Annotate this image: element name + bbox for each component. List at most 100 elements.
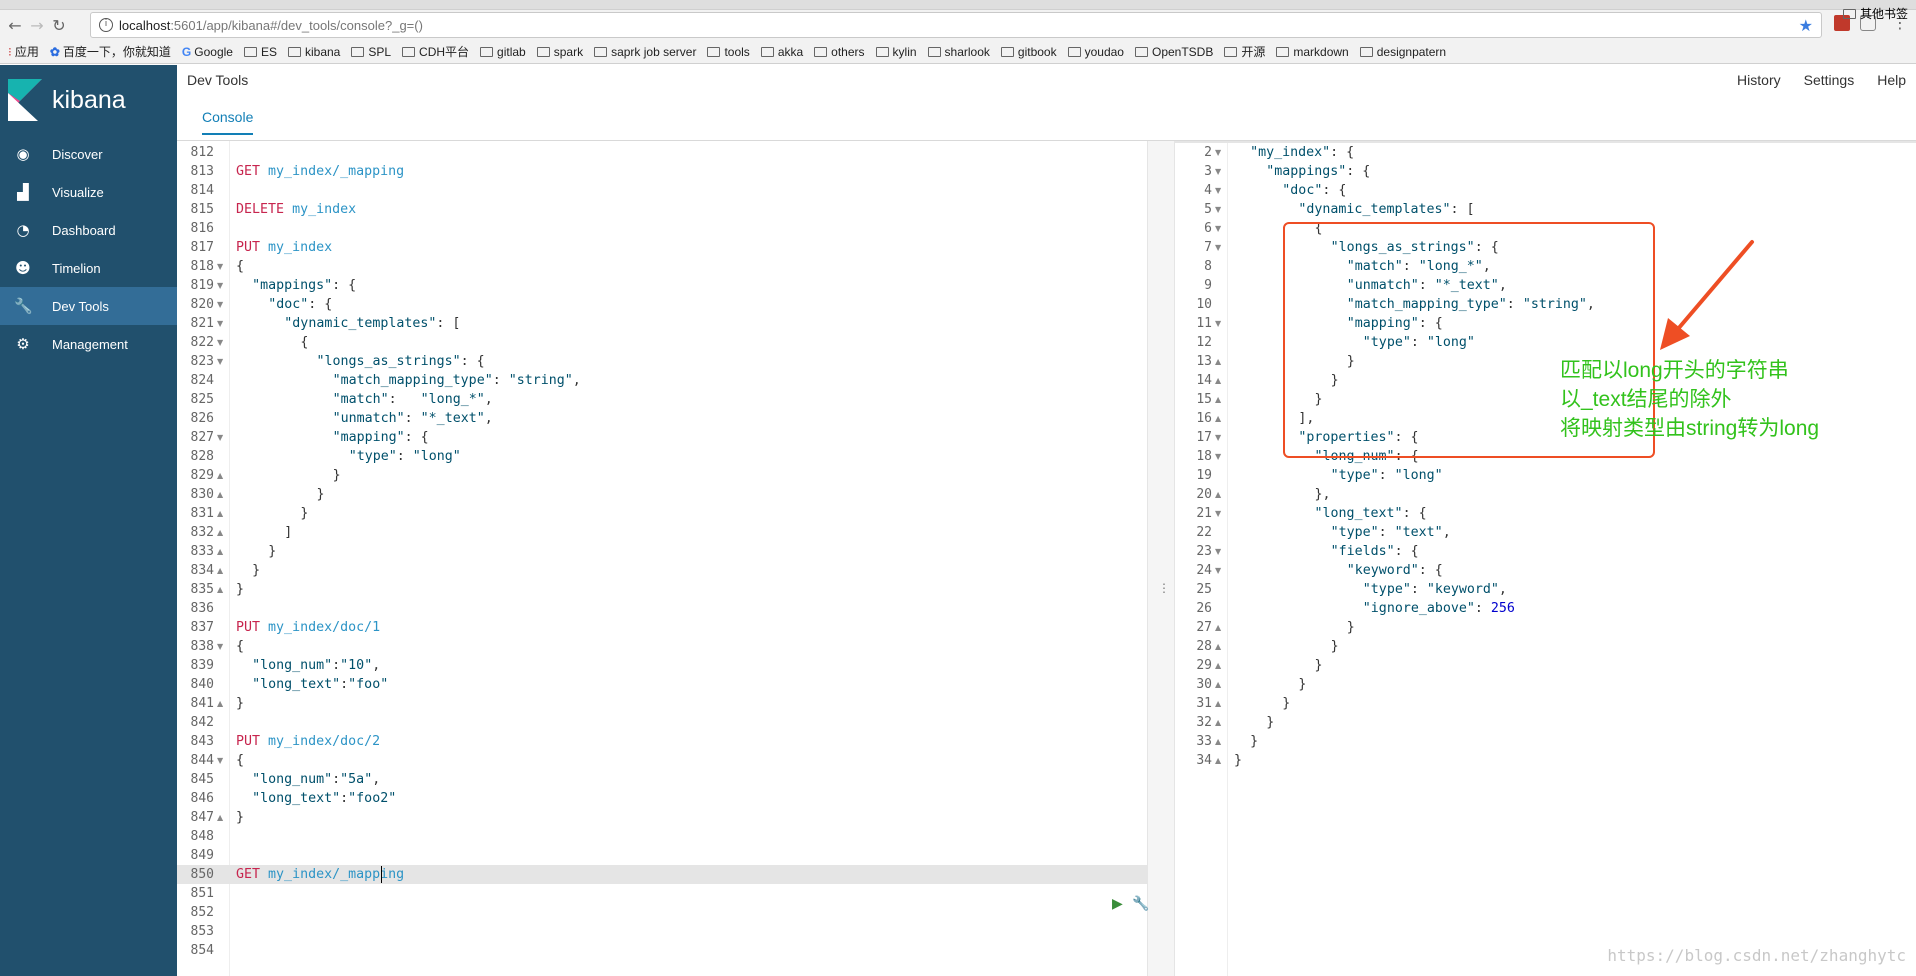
fold-toggle-icon[interactable]: ▼	[1215, 433, 1222, 442]
sidebar-item-timelion[interactable]: ☻Timelion	[0, 249, 177, 287]
bookmark-item[interactable]: kibana	[287, 45, 340, 59]
unfold-marker-icon[interactable]: ▲	[1215, 756, 1222, 765]
bookmark-item[interactable]: gitbook	[1000, 45, 1057, 59]
bookmark-item[interactable]: SPL	[351, 45, 391, 59]
extension-icon[interactable]	[1834, 15, 1850, 31]
header-link-settings[interactable]: Settings	[1803, 72, 1855, 88]
unfold-marker-icon[interactable]: ▲	[217, 490, 224, 499]
bookmark-item[interactable]: gitlab	[480, 45, 526, 59]
fold-toggle-icon[interactable]: ▼	[1215, 186, 1222, 195]
unfold-marker-icon[interactable]: ▲	[217, 566, 224, 575]
code-line: 841▲}	[177, 694, 1147, 713]
kibana-logo[interactable]: kibana	[0, 65, 177, 135]
unfold-marker-icon[interactable]: ▲	[217, 699, 224, 708]
bookmark-item[interactable]: 开源	[1224, 43, 1265, 60]
unfold-marker-icon[interactable]: ▲	[1215, 661, 1222, 670]
unfold-marker-icon[interactable]: ▲	[217, 585, 224, 594]
address-bar[interactable]: i localhost:5601/app/kibana#/dev_tools/c…	[90, 12, 1822, 38]
bookmark-item[interactable]: sharlook	[927, 45, 990, 59]
forward-icon[interactable]: →	[30, 15, 44, 35]
sidebar-item-management[interactable]: ⚙Management	[0, 325, 177, 363]
unfold-marker-icon[interactable]: ▲	[1215, 737, 1222, 746]
bookmark-item[interactable]: tools	[707, 45, 750, 59]
sidebar-item-discover[interactable]: ◉Discover	[0, 135, 177, 173]
fold-toggle-icon[interactable]: ▼	[217, 300, 224, 309]
camera-icon[interactable]	[1860, 15, 1876, 31]
header-link-history[interactable]: History	[1737, 72, 1781, 88]
fold-toggle-icon[interactable]: ▼	[217, 357, 224, 366]
header-link-help[interactable]: Help	[1877, 72, 1906, 88]
bookmark-item[interactable]: saprk job server	[594, 45, 696, 59]
fold-toggle-icon[interactable]: ▼	[1215, 224, 1222, 233]
bookmark-item[interactable]: akka	[760, 45, 803, 59]
resize-handle-icon[interactable]: ⋮	[1158, 581, 1170, 595]
unfold-marker-icon[interactable]: ▲	[1215, 623, 1222, 632]
bookmark-item[interactable]: youdao	[1067, 45, 1124, 59]
request-options-wrench-icon[interactable]: 🔧	[1132, 896, 1150, 912]
code-token: : {	[1474, 240, 1499, 255]
code-token: : {	[1418, 316, 1443, 331]
fold-toggle-icon[interactable]: ▼	[1215, 566, 1222, 575]
bookmark-star-icon[interactable]: ★	[1798, 16, 1813, 35]
pane-resizer[interactable]: ⋮	[1147, 141, 1175, 976]
fold-toggle-icon[interactable]: ▼	[1215, 205, 1222, 214]
bookmark-item[interactable]: ✿百度一下，你就知道	[50, 43, 171, 60]
unfold-marker-icon[interactable]: ▲	[217, 547, 224, 556]
unfold-marker-icon[interactable]: ▲	[217, 813, 224, 822]
unfold-marker-icon[interactable]: ▲	[1215, 718, 1222, 727]
fold-toggle-icon[interactable]: ▼	[217, 281, 224, 290]
fold-toggle-icon[interactable]: ▼	[1215, 243, 1222, 252]
reload-icon[interactable]: ↻	[52, 15, 66, 35]
unfold-marker-icon[interactable]: ▲	[1215, 490, 1222, 499]
fold-toggle-icon[interactable]: ▼	[217, 319, 224, 328]
fold-toggle-icon[interactable]: ▼	[217, 433, 224, 442]
folder-icon	[1067, 46, 1081, 57]
bookmark-item[interactable]: others	[814, 45, 865, 59]
bookmark-item[interactable]: ⁝应用	[8, 43, 39, 60]
fold-toggle-icon[interactable]: ▼	[217, 756, 224, 765]
unfold-marker-icon[interactable]: ▲	[1215, 357, 1222, 366]
unfold-marker-icon[interactable]: ▲	[217, 471, 224, 480]
other-bookmarks[interactable]: 其他书签	[1842, 5, 1908, 22]
fold-toggle-icon[interactable]: ▼	[1215, 319, 1222, 328]
unfold-marker-icon[interactable]: ▲	[1215, 642, 1222, 651]
bookmark-item[interactable]: CDH平台	[402, 43, 469, 60]
fold-toggle-icon[interactable]: ▼	[1215, 452, 1222, 461]
bookmark-item[interactable]: ES	[243, 45, 277, 59]
code-line: 29▲}	[1175, 656, 1916, 675]
fold-toggle-icon[interactable]: ▼	[1215, 148, 1222, 157]
fold-toggle-icon[interactable]: ▼	[1215, 547, 1222, 556]
unfold-marker-icon[interactable]: ▲	[1215, 395, 1222, 404]
fold-toggle-icon[interactable]: ▼	[217, 338, 224, 347]
sidebar-item-visualize[interactable]: ▟Visualize	[0, 173, 177, 211]
fold-toggle-icon[interactable]: ▼	[1215, 509, 1222, 518]
sidebar-item-dev-tools[interactable]: 🔧Dev Tools	[0, 287, 177, 325]
back-icon[interactable]: ←	[8, 15, 22, 35]
unfold-marker-icon[interactable]: ▲	[1215, 414, 1222, 423]
unfold-marker-icon[interactable]: ▲	[1215, 376, 1222, 385]
bookmark-item[interactable]: kylin	[875, 45, 917, 59]
run-request-icon[interactable]: ▶	[1112, 896, 1123, 912]
fold-toggle-icon[interactable]: ▼	[217, 642, 224, 651]
code-token: ,	[372, 658, 381, 673]
sidebar-item-dashboard[interactable]: ◔Dashboard	[0, 211, 177, 249]
tab-console[interactable]: Console	[202, 109, 254, 135]
fold-toggle-icon[interactable]: ▼	[1215, 167, 1222, 176]
bookmark-item[interactable]: designpatern	[1359, 45, 1446, 59]
fold-toggle-icon[interactable]: ▼	[217, 262, 224, 271]
line-number: 832	[190, 525, 214, 540]
menu-icon[interactable]: ⋮	[1892, 13, 1908, 32]
bookmark-item[interactable]: spark	[536, 45, 583, 59]
folder-icon	[402, 46, 416, 57]
bookmark-item[interactable]: OpenTSDB	[1134, 45, 1213, 59]
unfold-marker-icon[interactable]: ▲	[1215, 699, 1222, 708]
unfold-marker-icon[interactable]: ▲	[1215, 680, 1222, 689]
code-token: DELETE	[236, 202, 285, 217]
info-icon[interactable]: i	[99, 18, 113, 32]
code-token: "match_mapping_type"	[1346, 297, 1507, 312]
bookmark-item[interactable]: markdown	[1276, 45, 1349, 59]
unfold-marker-icon[interactable]: ▲	[217, 509, 224, 518]
unfold-marker-icon[interactable]: ▲	[217, 528, 224, 537]
